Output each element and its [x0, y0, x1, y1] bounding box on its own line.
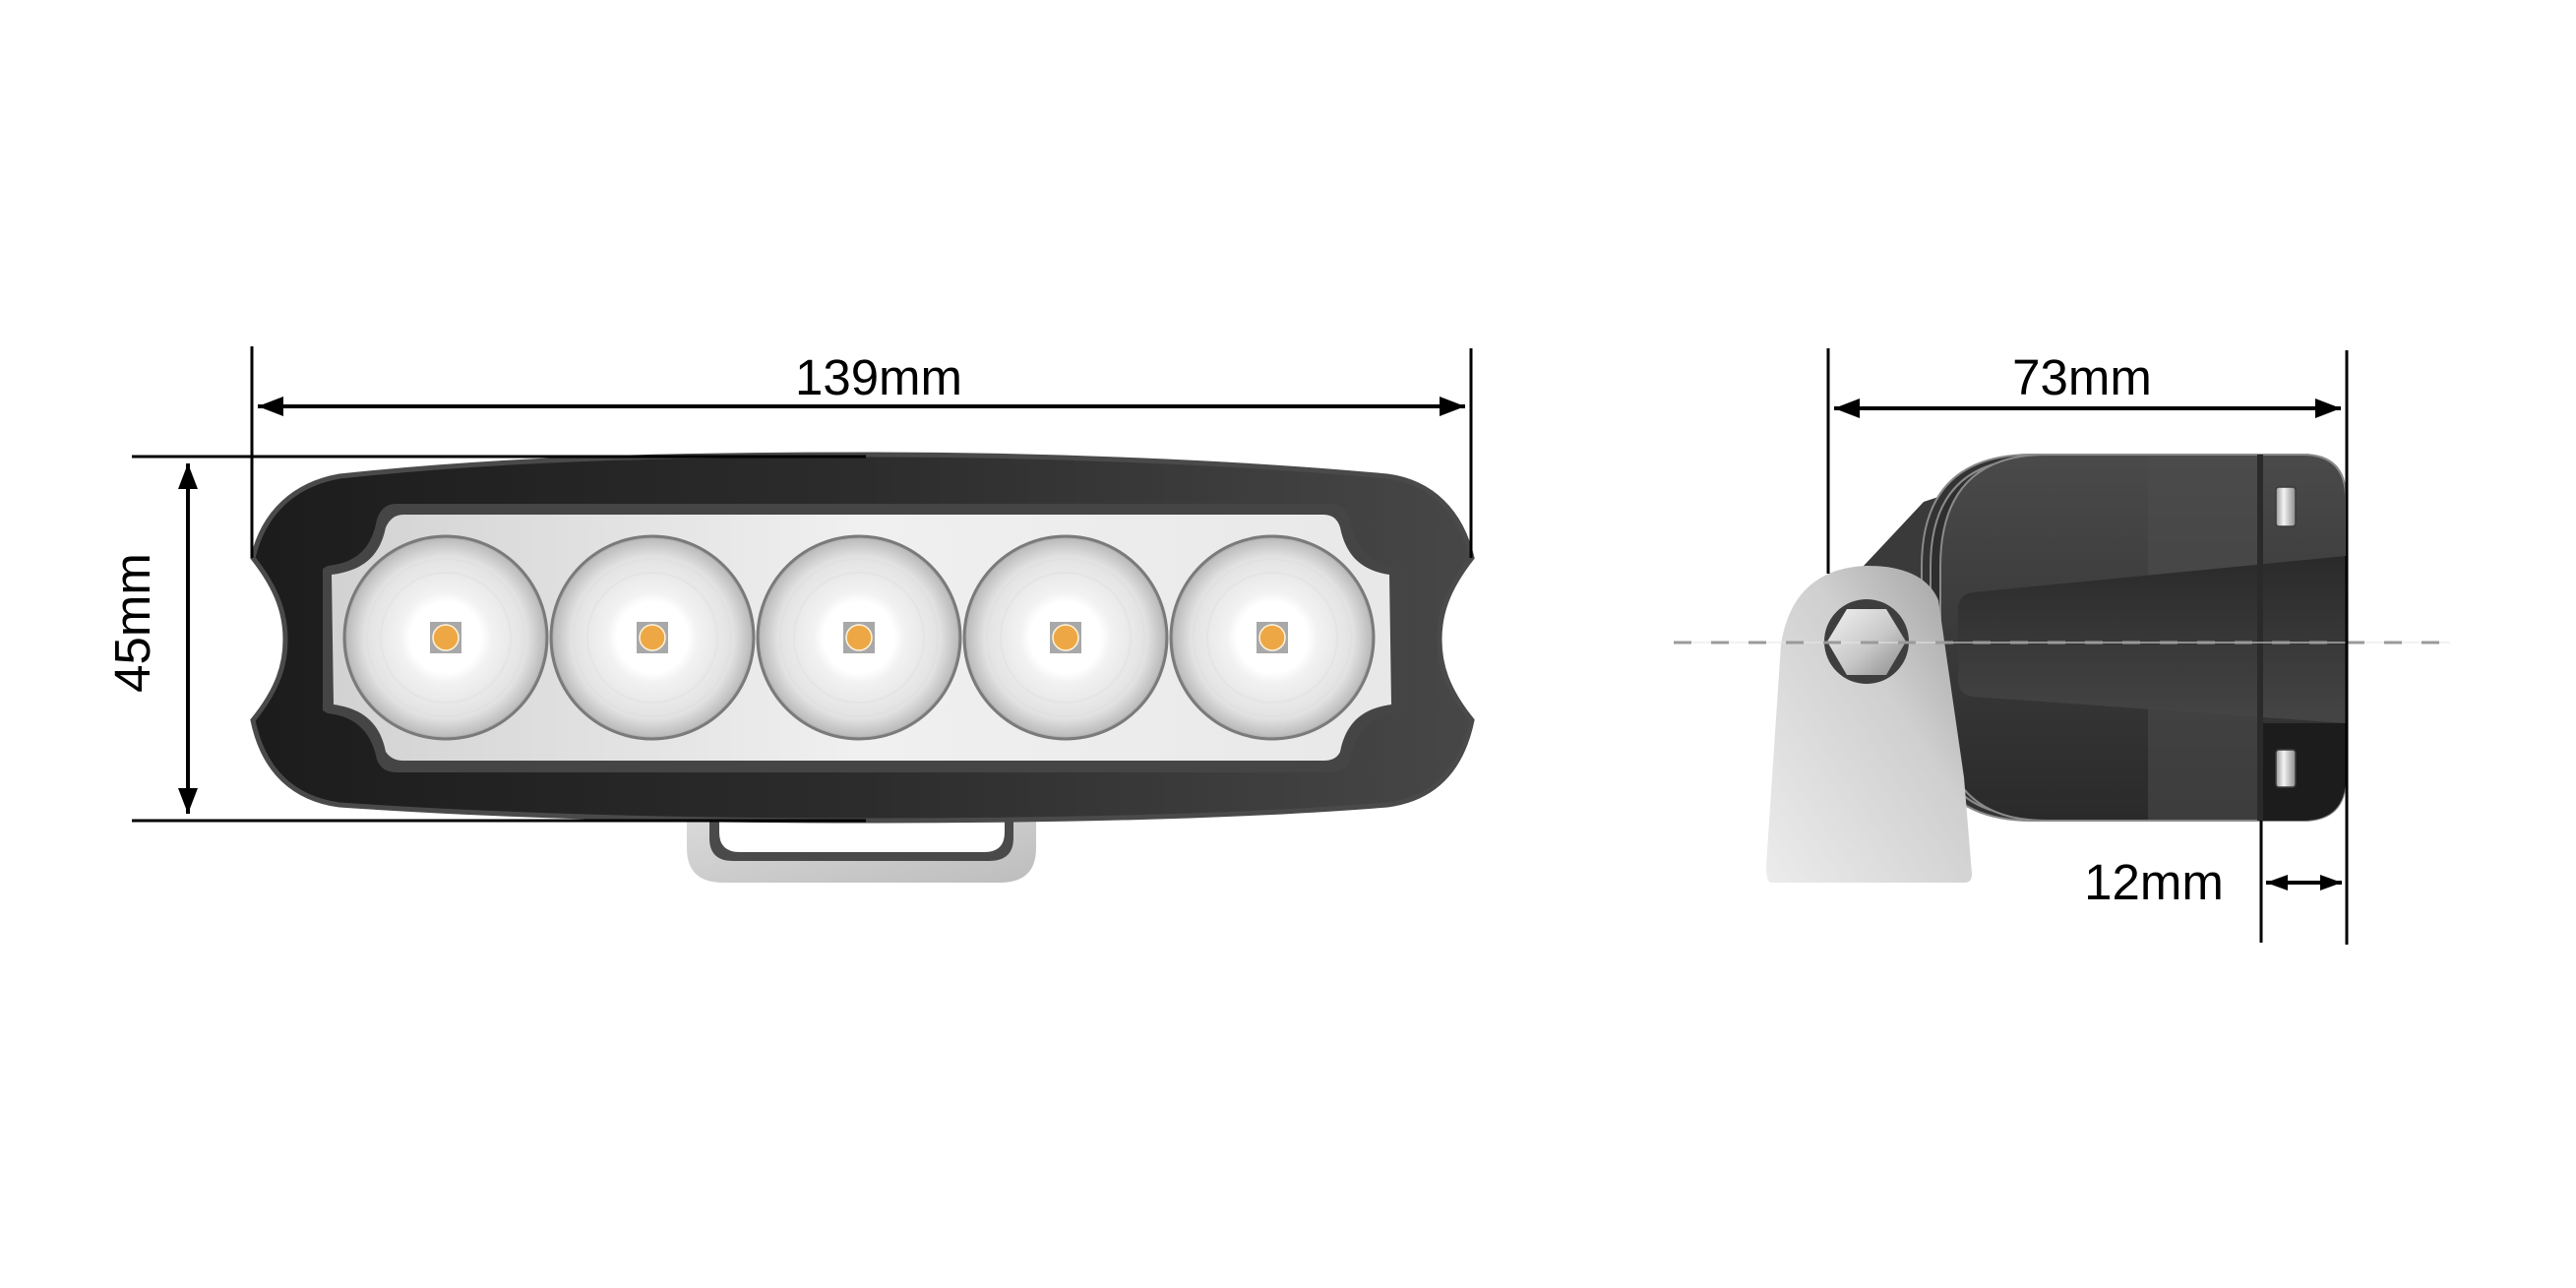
led-emitter [1258, 624, 1286, 651]
clip-upper [2275, 486, 2297, 527]
front-view: 139mm 45mm [104, 346, 1475, 883]
rear-cap-lower [2263, 723, 2346, 821]
width-dimension: 139mm [250, 346, 1473, 558]
mounting-tab [687, 807, 1036, 883]
mounting-bracket [1766, 566, 1972, 883]
width-label: 139mm [795, 349, 962, 405]
led-lens-1 [342, 534, 549, 741]
rear-dimension: 12mm [2084, 821, 2342, 943]
depth-label: 73mm [2012, 349, 2152, 405]
led-lens-3 [756, 534, 962, 741]
height-label: 45mm [104, 553, 160, 693]
rear-label: 12mm [2084, 854, 2224, 910]
led-lens-5 [1169, 534, 1376, 741]
clip-lower [2275, 749, 2297, 788]
side-view: 73mm 12mm [1674, 348, 2450, 945]
depth-dimension: 73mm [1826, 348, 2349, 945]
led-lens-4 [962, 534, 1169, 741]
led-emitter [845, 624, 873, 651]
led-lens-2 [549, 534, 756, 741]
heatsink-band [1958, 556, 2346, 723]
led-emitter [1052, 624, 1079, 651]
lens-array [342, 534, 1376, 741]
led-emitter [639, 624, 666, 651]
led-emitter [432, 624, 460, 651]
height-dimension: 45mm [104, 455, 866, 823]
